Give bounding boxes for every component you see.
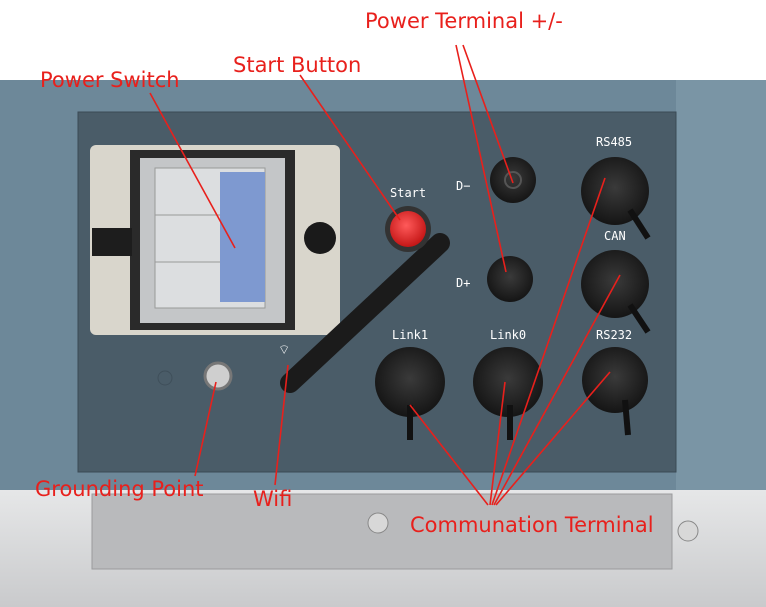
enclosure-right-edge: [676, 80, 766, 492]
rs232-port[interactable]: [582, 347, 648, 413]
annotation-grounding-point: Grounding Point: [35, 477, 204, 501]
link0-port[interactable]: [473, 347, 543, 417]
annotation-power-switch: Power Switch: [40, 68, 180, 92]
mount-hole: [157, 370, 173, 386]
wifi-antenna: [280, 233, 450, 393]
rs232-label: RS232: [596, 328, 632, 342]
d-minus-label: D−: [456, 179, 470, 193]
d-plus-terminal[interactable]: [487, 256, 533, 302]
grounding-point: [203, 361, 233, 391]
annotation-communication-terminal: Communation Terminal: [410, 513, 654, 537]
start-button[interactable]: [390, 211, 426, 247]
screw-icon: [367, 512, 389, 534]
leader-lines: [149, 44, 621, 506]
annotation-start-button: Start Button: [233, 53, 361, 77]
can-label: CAN: [604, 229, 626, 243]
screw-icon: [677, 520, 699, 542]
link0-label: Link0: [490, 328, 526, 342]
start-label: Start: [390, 186, 426, 200]
annotation-wifi: Wifi: [253, 487, 292, 511]
rs485-port[interactable]: [581, 157, 649, 225]
d-minus-terminal[interactable]: [490, 157, 536, 203]
link1-port[interactable]: [375, 347, 445, 417]
annotation-power-terminal: Power Terminal +/-: [365, 9, 563, 33]
d-plus-label: D+: [456, 276, 470, 290]
wifi-icon: ⌔: [278, 342, 290, 357]
power-switch[interactable]: [90, 145, 340, 335]
rs485-label: RS485: [596, 135, 632, 149]
link1-label: Link1: [392, 328, 428, 342]
